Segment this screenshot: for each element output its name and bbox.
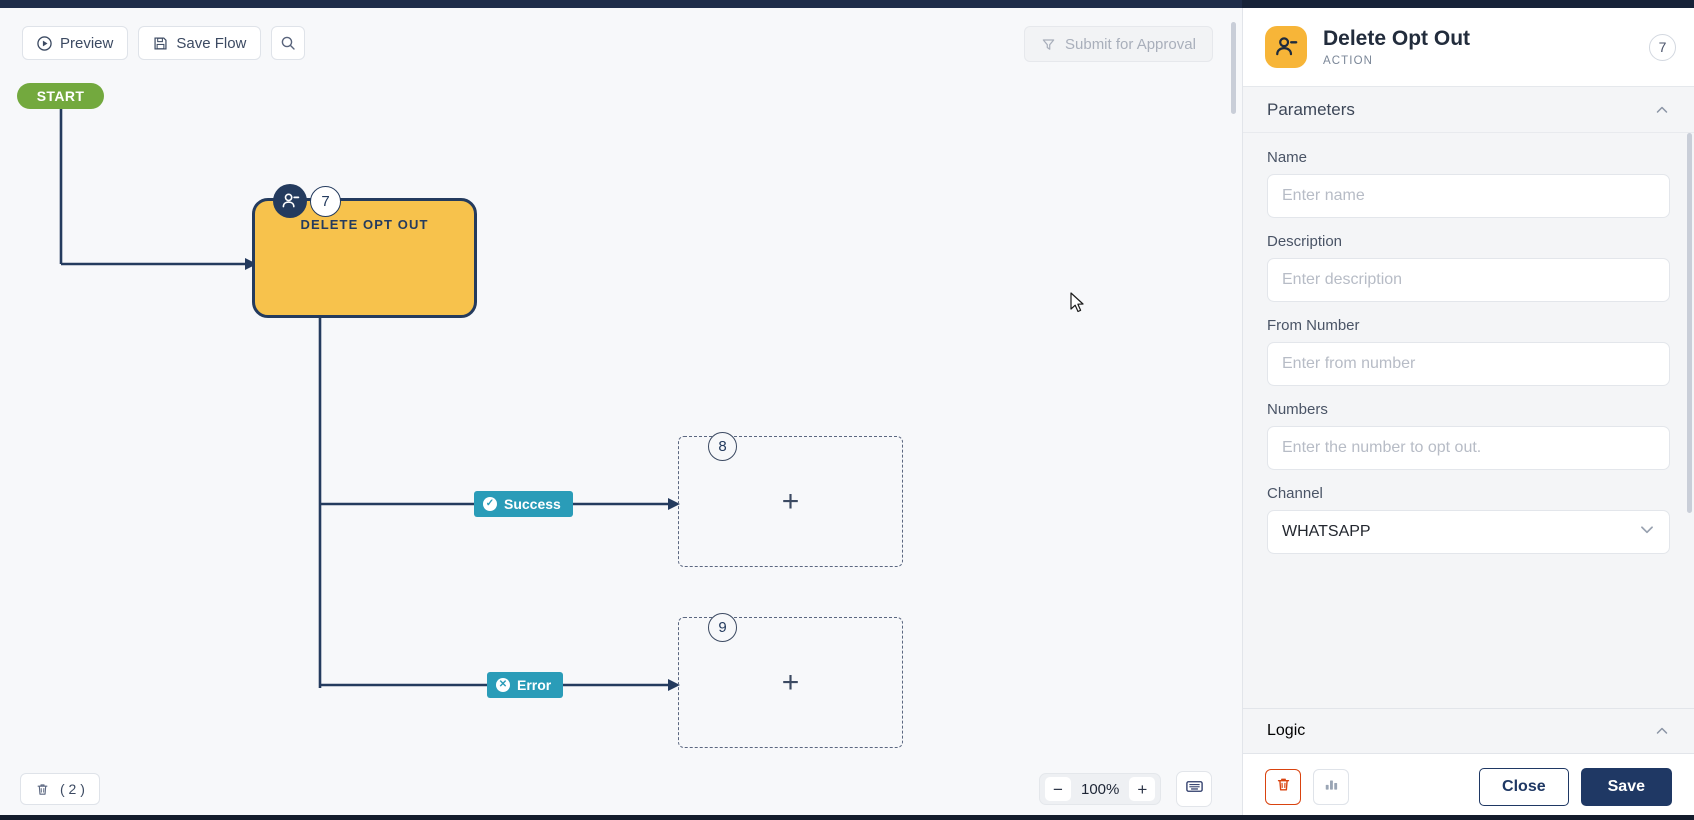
save-flow-button[interactable]: Save Flow: [138, 26, 262, 60]
section-header-logic[interactable]: Logic: [1243, 708, 1694, 754]
channel-select-value[interactable]: [1267, 510, 1670, 554]
start-label: START: [36, 88, 85, 104]
panel-body: Parameters Name Description From Number: [1243, 86, 1694, 708]
add-node-button-8[interactable]: +: [781, 484, 800, 518]
field-from-number: From Number: [1267, 317, 1670, 386]
submit-for-approval-label: Submit for Approval: [1065, 35, 1196, 53]
submit-for-approval-button[interactable]: Submit for Approval: [1024, 26, 1213, 62]
placeholder-badge-9: 9: [708, 613, 737, 642]
panel-scrollbar[interactable]: [1687, 133, 1692, 513]
node-delete-opt-out[interactable]: DELETE OPT OUT: [252, 198, 477, 318]
check-circle-icon: ✓: [483, 497, 497, 511]
logic-title: Logic: [1267, 722, 1306, 739]
play-circle-icon: [37, 35, 52, 51]
save-button[interactable]: Save: [1580, 768, 1672, 806]
preview-label: Preview: [60, 34, 114, 52]
bar-chart-icon: [1323, 776, 1340, 798]
channel-select-wrapper[interactable]: [1267, 510, 1670, 554]
trash-icon: [1275, 776, 1292, 798]
field-description: Description: [1267, 233, 1670, 302]
canvas-delete-count: ( 2 ): [60, 781, 85, 797]
preview-button[interactable]: Preview: [22, 26, 129, 60]
user-minus-icon: [1265, 26, 1307, 68]
add-node-button-9[interactable]: +: [781, 665, 800, 699]
panel-subtitle: ACTION: [1323, 54, 1374, 67]
parameters-fields: Name Description From Number Numbers Cha: [1243, 133, 1694, 587]
panel-header-text: Delete Opt Out ACTION: [1323, 27, 1649, 66]
label-description: Description: [1267, 233, 1343, 250]
branch-chip-success[interactable]: ✓ Success: [474, 491, 573, 517]
delete-node-button[interactable]: [1265, 769, 1301, 805]
zoom-level-label: 100%: [1081, 780, 1120, 798]
node-title: DELETE OPT OUT: [300, 217, 429, 232]
top-strip: [0, 0, 1694, 8]
node-badge-7: 7: [310, 186, 341, 217]
panel-step-badge: 7: [1649, 33, 1676, 61]
flow-connectors: [59, 109, 680, 691]
search-button[interactable]: [271, 26, 306, 60]
numbers-input[interactable]: [1267, 426, 1670, 470]
flow-canvas[interactable]: Preview Save Flow Submit for Approval: [0, 8, 1238, 820]
placeholder-node-9[interactable]: +: [678, 617, 903, 748]
keyboard-icon: [1185, 777, 1204, 801]
save-flow-label: Save Flow: [176, 34, 247, 52]
label-name: Name: [1267, 149, 1308, 166]
from-number-input[interactable]: [1267, 342, 1670, 386]
zoom-out-button[interactable]: −: [1045, 777, 1071, 801]
label-channel: Channel: [1267, 485, 1323, 502]
canvas-delete-button[interactable]: ( 2 ): [20, 773, 100, 805]
field-channel: Channel: [1267, 485, 1670, 554]
user-minus-icon: [273, 184, 307, 218]
chevron-up-icon[interactable]: [1654, 723, 1670, 739]
placeholder-badge-8: 8: [708, 432, 737, 461]
floppy-disk-icon: [153, 36, 168, 51]
panel-step-badge-value: 7: [1658, 39, 1667, 55]
name-input[interactable]: [1267, 174, 1670, 218]
close-button[interactable]: Close: [1479, 768, 1569, 806]
statistics-button[interactable]: [1313, 769, 1349, 805]
branch-success-label: Success: [504, 496, 561, 512]
branch-error-label: Error: [517, 677, 552, 693]
panel-footer: Close Save: [1243, 754, 1694, 820]
x-circle-icon: ✕: [496, 678, 510, 692]
bottom-bar: [0, 815, 1694, 820]
page-title: Delete Opt Out: [1323, 27, 1471, 51]
zoom-controls: − 100% +: [1039, 773, 1162, 805]
start-node[interactable]: START: [17, 83, 104, 109]
trash-icon: [35, 782, 50, 797]
keyboard-shortcuts-button[interactable]: [1176, 771, 1212, 807]
properties-panel: Delete Opt Out ACTION 7 Parameters Name: [1242, 8, 1694, 820]
filter-funnel-icon: [1041, 37, 1056, 52]
label-from-number: From Number: [1267, 317, 1360, 334]
section-header-parameters[interactable]: Parameters: [1243, 87, 1694, 133]
canvas-toolbar: Preview Save Flow: [22, 26, 306, 60]
branch-chip-error[interactable]: ✕ Error: [487, 672, 564, 698]
zoom-in-button[interactable]: +: [1129, 777, 1156, 801]
description-input[interactable]: [1267, 258, 1670, 302]
chevron-up-icon[interactable]: [1654, 102, 1670, 118]
canvas-scrollbar[interactable]: [1231, 22, 1236, 114]
parameters-title: Parameters: [1267, 99, 1355, 119]
panel-header: Delete Opt Out ACTION 7: [1243, 8, 1694, 86]
field-numbers: Numbers: [1267, 401, 1670, 470]
node-badge-value: 7: [321, 193, 330, 210]
search-icon: [280, 35, 296, 51]
top-strip-right: [1242, 0, 1694, 8]
placeholder-badge-9-value: 9: [718, 619, 727, 636]
placeholder-badge-8-value: 8: [718, 438, 727, 455]
field-name: Name: [1267, 149, 1670, 218]
label-numbers: Numbers: [1267, 401, 1328, 418]
placeholder-node-8[interactable]: +: [678, 436, 903, 567]
